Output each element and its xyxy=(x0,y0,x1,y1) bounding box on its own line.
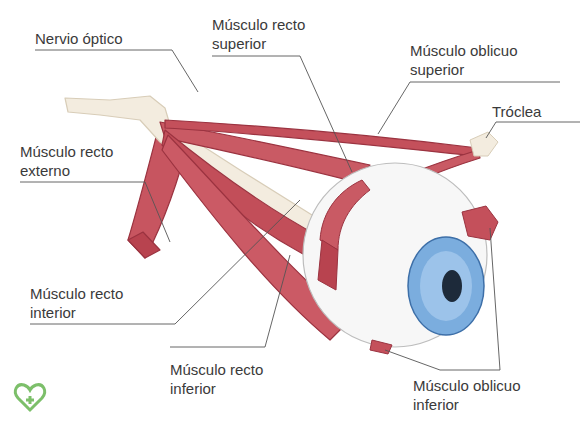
superior-oblique xyxy=(165,120,478,156)
leader-line xyxy=(486,122,580,138)
part-label: Músculo recto interior xyxy=(30,284,160,322)
leader-line xyxy=(35,50,198,92)
iris-inner xyxy=(420,251,472,321)
trochlea-cartilage xyxy=(470,132,498,156)
part-label: Músculo recto inferior xyxy=(170,360,290,398)
part-label: Tróclea xyxy=(492,102,572,121)
leader-line xyxy=(212,56,352,172)
muscle-insertion xyxy=(320,180,370,250)
part-label: Músculo oblicuo superior xyxy=(410,41,530,79)
inferior-oblique-end xyxy=(370,340,392,354)
logo xyxy=(15,385,44,410)
logo-heart xyxy=(15,385,44,410)
part-label: Músculo recto superior xyxy=(212,15,322,53)
part-label: Músculo recto externo xyxy=(20,142,130,180)
leader-lines xyxy=(20,50,580,370)
muscle-end xyxy=(128,232,160,258)
leader-line xyxy=(385,228,500,370)
leader-line xyxy=(20,182,170,242)
part-label: Músculo oblicuo inferior xyxy=(413,376,533,414)
medial-rectus-insertion xyxy=(318,240,338,290)
leader-line xyxy=(170,255,290,347)
part-label: Nervio óptico xyxy=(35,29,185,48)
inferior-oblique xyxy=(462,206,498,240)
pupil xyxy=(442,270,462,302)
iris xyxy=(408,237,484,335)
eyeball xyxy=(303,163,487,347)
logo-cross xyxy=(26,396,34,404)
leader-line xyxy=(30,200,300,324)
